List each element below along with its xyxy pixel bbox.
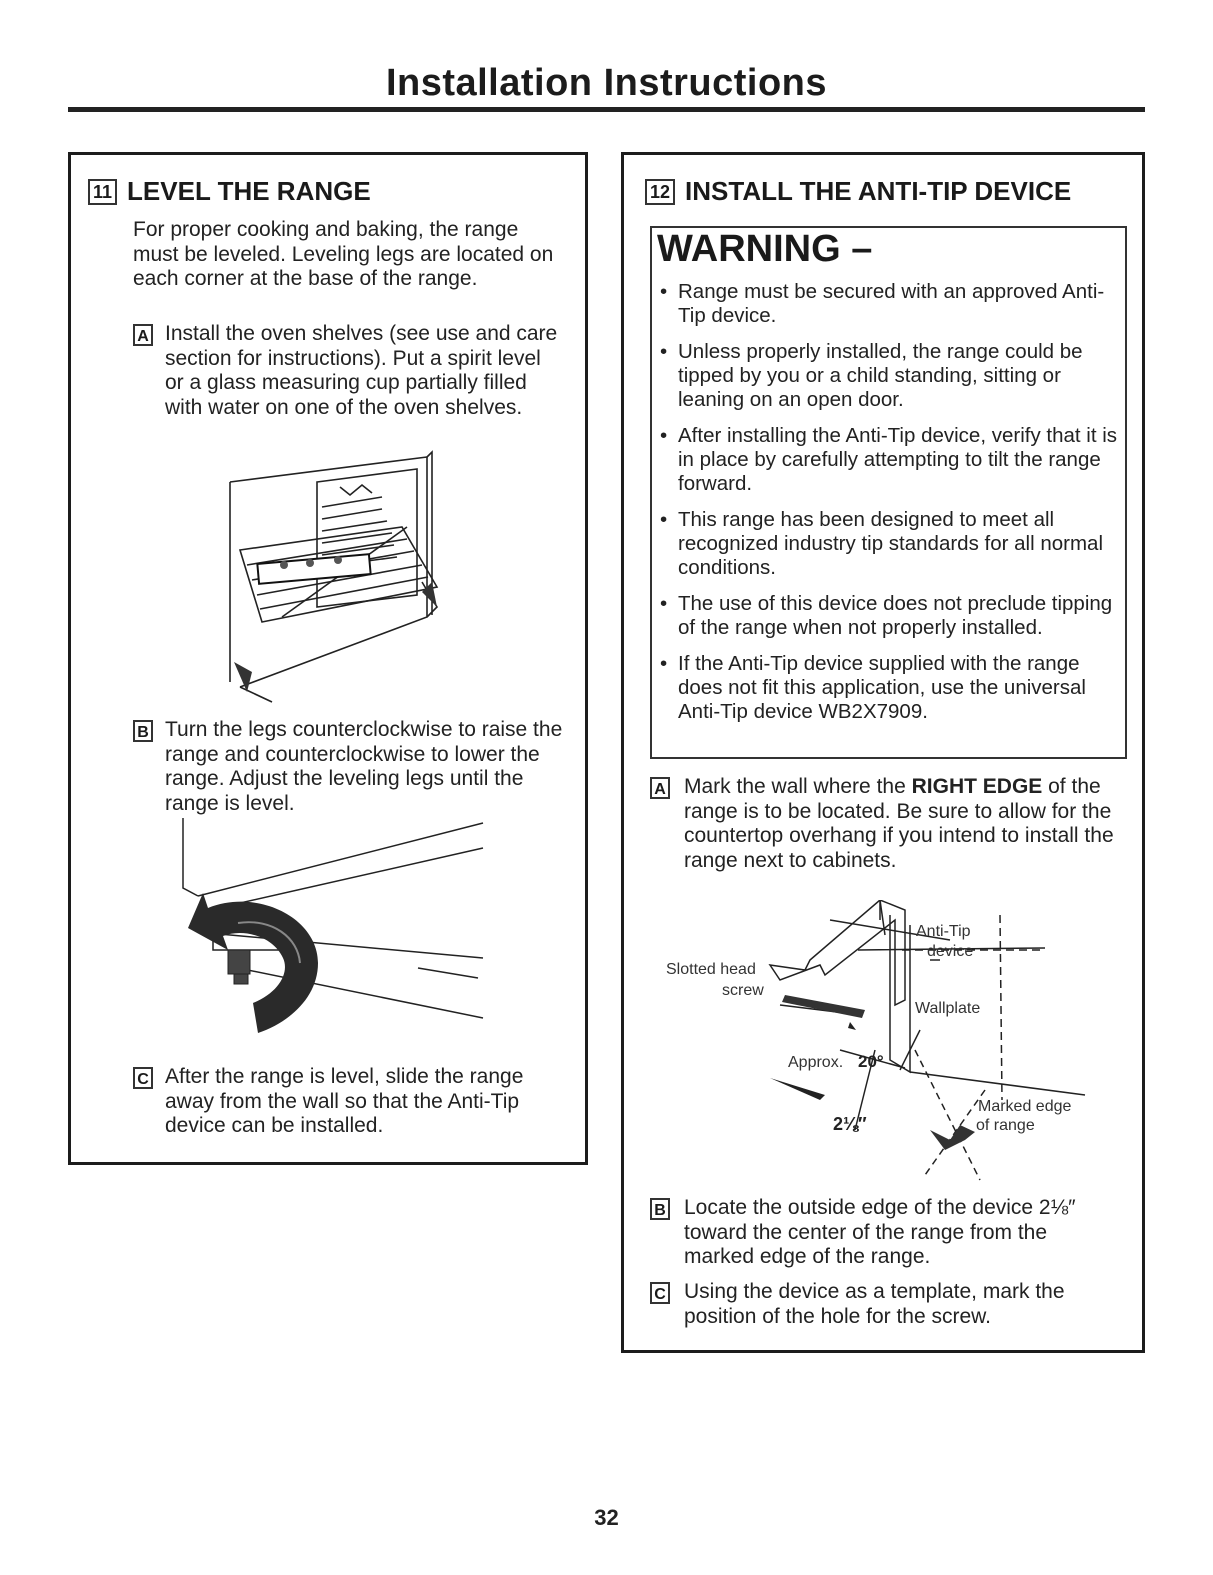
- level-range-heading: 11 LEVEL THE RANGE: [88, 176, 371, 207]
- label-device: device: [927, 943, 973, 960]
- title-rule: [68, 107, 1145, 112]
- step-text: Locate the outside edge of the device 2⅛…: [684, 1196, 1076, 1268]
- warning-title: WARNING –: [657, 228, 873, 270]
- step-letter: A: [133, 324, 153, 346]
- step-text-post: of the range is to be located. Be sure t…: [684, 775, 1114, 872]
- section-number: 12: [645, 178, 676, 205]
- label-angle: 20°: [858, 1052, 884, 1071]
- label-screw: screw: [722, 982, 764, 999]
- oven-shelf-illustration: [229, 450, 439, 703]
- step-text: Turn the legs counterclockwise to raise …: [165, 718, 563, 815]
- page-title: Installation Instructions: [385, 62, 828, 104]
- step-text: Install the oven shelves (see use and ca…: [165, 322, 558, 419]
- anti-tip-diagram: Anti-Tip device Slotted head screw Wallp…: [666, 900, 1086, 1181]
- warning-item: After installing the Anti-Tip device, ve…: [660, 424, 1120, 496]
- anti-tip-panel: [621, 152, 1145, 1353]
- step-text: Mark the wall where the RIGHT EDGE of th…: [684, 775, 1120, 873]
- step-letter: C: [650, 1282, 670, 1304]
- step-c: C After the range is level, slide the ra…: [133, 1065, 563, 1139]
- label-wallplate: Wallplate: [915, 1000, 980, 1017]
- right-edge-emphasis: RIGHT EDGE: [911, 775, 1043, 798]
- warning-item: Range must be secured with an approved A…: [660, 280, 1120, 328]
- leveling-leg-illustration: [182, 818, 484, 1033]
- section-title: INSTALL THE ANTI-TIP DEVICE: [685, 176, 1072, 206]
- step-letter: A: [650, 777, 670, 799]
- warning-item: The use of this device does not preclude…: [660, 592, 1120, 640]
- anti-tip-heading: 12 INSTALL THE ANTI-TIP DEVICE: [645, 176, 1071, 207]
- step-letter: C: [133, 1067, 153, 1089]
- label-marked-edge: Marked edge: [978, 1098, 1071, 1115]
- step-text: After the range is level, slide the rang…: [165, 1065, 524, 1137]
- level-range-panel: [68, 152, 588, 1165]
- warning-item: This range has been designed to meet all…: [660, 508, 1120, 580]
- step-text: Using the device as a template, mark the…: [684, 1280, 1065, 1328]
- label-approx: Approx.: [788, 1054, 843, 1071]
- page-number: 32: [594, 1505, 619, 1530]
- warning-item: Unless properly installed, the range cou…: [660, 340, 1120, 412]
- section-title: LEVEL THE RANGE: [127, 176, 371, 206]
- label-anti-tip: Anti-Tip: [916, 923, 971, 940]
- label-of-range: of range: [976, 1117, 1035, 1134]
- step-letter: B: [650, 1198, 670, 1220]
- step-c-right: C Using the device as a template, mark t…: [650, 1280, 1120, 1329]
- label-measurement: 2⅛″: [833, 1114, 867, 1134]
- warning-box: [650, 226, 1127, 759]
- step-text-pre: Mark the wall where the: [684, 775, 912, 798]
- warning-list: Range must be secured with an approved A…: [660, 280, 1120, 736]
- step-a-right: A Mark the wall where the RIGHT EDGE of …: [650, 775, 1120, 873]
- section-number: 11: [88, 178, 118, 205]
- warning-item: If the Anti-Tip device supplied with the…: [660, 652, 1120, 724]
- label-slotted-head: Slotted head: [666, 961, 756, 978]
- step-b: B Turn the legs counterclockwise to rais…: [133, 718, 563, 816]
- step-letter: B: [133, 720, 153, 742]
- step-b-right: B Locate the outside edge of the device …: [650, 1196, 1120, 1270]
- intro-paragraph: For proper cooking and baking, the range…: [133, 218, 554, 290]
- step-a: A Install the oven shelves (see use and …: [133, 322, 563, 420]
